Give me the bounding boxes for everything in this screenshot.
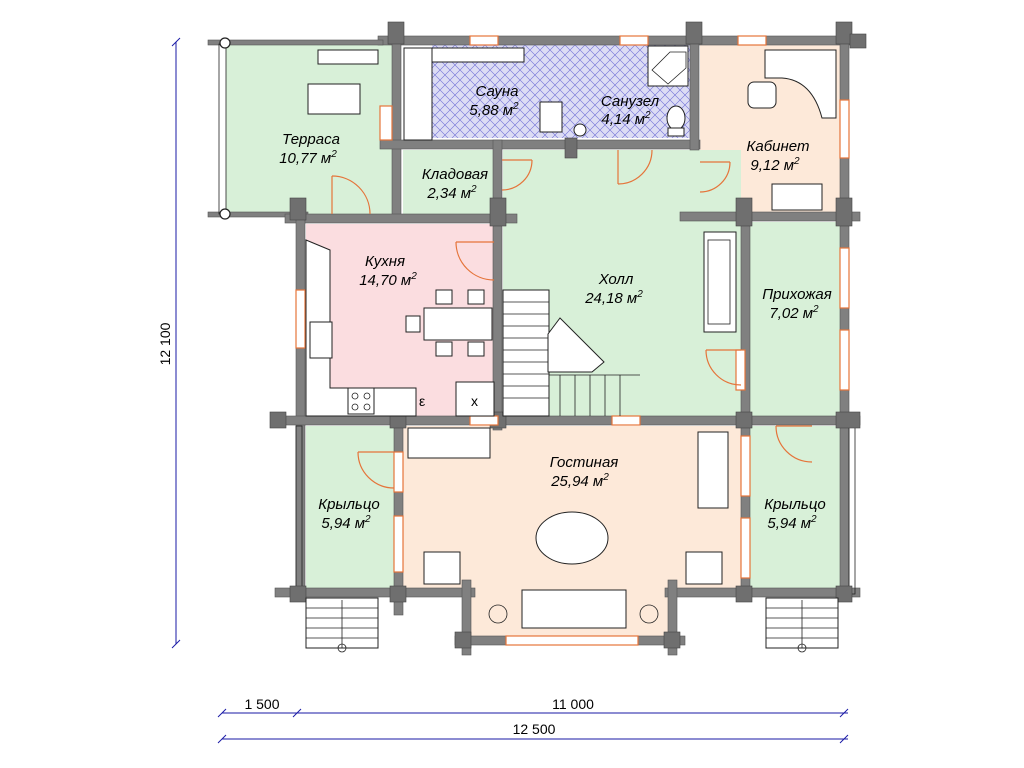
wall-terrace-top xyxy=(207,39,384,46)
pantry-floor xyxy=(403,150,495,215)
armchair-right xyxy=(685,551,723,585)
toilet-icon xyxy=(666,105,686,131)
kitchen-stove xyxy=(347,387,375,415)
wall-pantry-right xyxy=(492,139,503,431)
entry-area: 7,02 м2 xyxy=(769,304,819,322)
wall-sauna-left xyxy=(391,27,402,219)
shower-icon xyxy=(651,51,687,85)
kitchen-name: Кухня xyxy=(365,253,405,270)
living-coffee-table xyxy=(535,511,609,565)
dimension-total-width: 12 500 xyxy=(513,721,556,737)
dining-chair xyxy=(467,289,485,305)
wall-office-bottom xyxy=(679,211,861,222)
living-area: 25,94 м2 xyxy=(550,472,609,490)
terrace-name: Терраса xyxy=(282,131,340,148)
porch-right-name: Крыльцо xyxy=(764,496,826,513)
terrace-bench xyxy=(317,49,379,65)
appliance-mark-left: ε xyxy=(419,393,425,409)
office-chair xyxy=(747,81,777,109)
armchair-left xyxy=(423,551,461,585)
fireplace xyxy=(547,317,605,373)
hall-name: Холл xyxy=(598,271,634,288)
doors xyxy=(331,149,813,489)
shower-tray xyxy=(647,45,689,87)
hall-floor-side xyxy=(695,150,741,214)
pantry-name: Кладовая xyxy=(422,166,488,183)
living-sofa-bottom xyxy=(521,589,627,629)
office-desk xyxy=(764,49,837,119)
sauna-stove xyxy=(539,101,563,133)
log-joints xyxy=(269,21,867,649)
porch-right-floor xyxy=(750,426,840,588)
kitchen-sink xyxy=(309,321,333,359)
wall-bottom-right xyxy=(664,587,861,598)
office-cabinet xyxy=(771,183,823,211)
dimension-height: 12 100 xyxy=(157,322,173,365)
entry-name: Прихожая xyxy=(762,286,832,303)
office-area: 9,12 м2 xyxy=(750,156,800,174)
kitchen-area: 14,70 м2 xyxy=(359,271,417,289)
terrace-left-rail xyxy=(218,43,227,215)
room-labels: Терраса 10,77 м2 Сауна 5,88 м2 Санузел 4… xyxy=(279,83,832,532)
porch-right-area: 5,94 м2 xyxy=(767,514,817,532)
wall-bottom-left xyxy=(274,587,476,598)
wall-kitchen-top xyxy=(284,213,518,224)
sauna-bench-top xyxy=(431,47,525,63)
porch-left-area: 5,94 м2 xyxy=(321,514,371,532)
staircase xyxy=(502,289,550,417)
sauna-area: 5,88 м2 xyxy=(469,101,519,119)
plant-icon xyxy=(639,604,659,624)
terrace-post-top xyxy=(219,37,231,49)
kitchen-fridge xyxy=(455,381,495,417)
pantry-area: 2,34 м2 xyxy=(426,184,477,202)
hall-area: 24,18 м2 xyxy=(584,289,643,307)
living-name: Гостиная xyxy=(550,454,619,471)
porch-right-rail xyxy=(848,425,856,595)
dining-chair xyxy=(467,341,485,357)
toilet-tank xyxy=(667,127,685,137)
porch-left-floor xyxy=(306,426,394,588)
appliance-mark-right: x xyxy=(471,393,478,409)
terrace-post-bottom xyxy=(219,208,231,220)
terrace-floor xyxy=(226,42,395,214)
wall-office-left xyxy=(689,27,700,151)
wall-bay-left xyxy=(461,579,472,656)
sauna-bench-left xyxy=(403,47,433,141)
bathroom-area: 4,14 м2 xyxy=(601,110,651,128)
dimension-terrace-width: 1 500 xyxy=(244,696,279,712)
dining-chair xyxy=(435,289,453,305)
dining-table xyxy=(423,307,493,341)
wall-kitchen-left xyxy=(295,199,306,601)
furniture xyxy=(305,45,839,653)
entry-floor xyxy=(750,222,840,416)
office-name: Кабинет xyxy=(747,138,810,155)
plant-icon xyxy=(488,604,508,624)
hall-sofa xyxy=(703,231,737,333)
living-sofa-right xyxy=(697,431,729,509)
sauna-name: Сауна xyxy=(476,83,519,100)
wall-middle-horizontal xyxy=(274,415,861,426)
dimension-lines: 12 100 1 500 11 000 12 500 xyxy=(157,37,849,744)
porch-left-name: Крыльцо xyxy=(318,496,380,513)
bathroom-name: Санузел xyxy=(601,93,660,110)
terrace-area: 10,77 м2 xyxy=(279,149,337,167)
windows xyxy=(295,35,850,646)
dining-chair xyxy=(435,341,453,357)
terrace-table xyxy=(307,83,361,115)
living-sofa-top xyxy=(407,427,491,459)
wall-sauna-bottom xyxy=(379,139,701,150)
wall-porch-left xyxy=(393,404,404,616)
dining-chair xyxy=(405,315,421,333)
dimension-house-width: 11 000 xyxy=(552,696,594,712)
hall-sofa-back xyxy=(707,239,731,325)
wall-bay-right xyxy=(667,579,678,656)
sink-icon xyxy=(573,123,587,137)
